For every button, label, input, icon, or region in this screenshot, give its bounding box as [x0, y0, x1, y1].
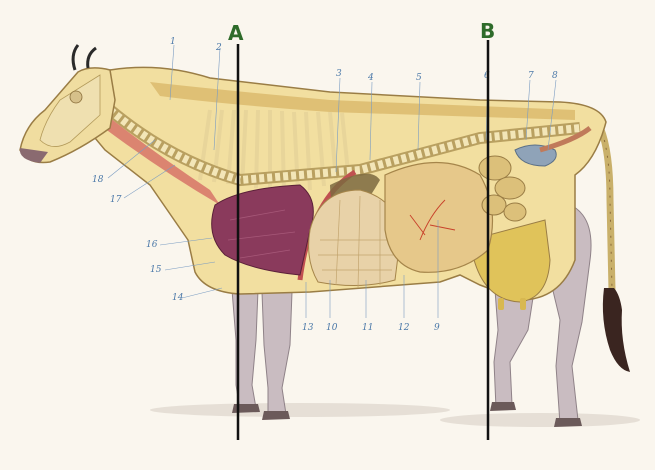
callout-14: 14	[172, 293, 184, 303]
callout-17: 17	[110, 195, 122, 205]
callout-18: 18	[92, 175, 104, 185]
front-right-leg	[262, 292, 292, 416]
callout-9: 9	[434, 323, 440, 333]
callout-2: 2	[215, 43, 222, 53]
callout-4: 4	[367, 73, 374, 83]
front-left-leg	[232, 290, 258, 410]
tail	[590, 112, 630, 372]
tail-switch	[603, 288, 630, 372]
callout-12: 12	[398, 323, 410, 333]
callout-13: 13	[302, 323, 314, 333]
callout-10: 10	[326, 323, 338, 333]
callout-11: 11	[362, 323, 373, 333]
callout-1: 1	[170, 37, 176, 47]
section-label-a: A	[228, 21, 244, 45]
callout-8: 8	[552, 71, 558, 81]
callout-3: 3	[336, 69, 342, 79]
rumen	[385, 163, 493, 273]
section-label-b: B	[480, 19, 495, 43]
callout-5: 5	[416, 73, 422, 83]
callout-15: 15	[150, 265, 162, 275]
callout-16: 16	[146, 240, 158, 250]
eye-socket	[70, 91, 82, 103]
horns	[73, 45, 96, 70]
callout-7: 7	[528, 71, 534, 81]
